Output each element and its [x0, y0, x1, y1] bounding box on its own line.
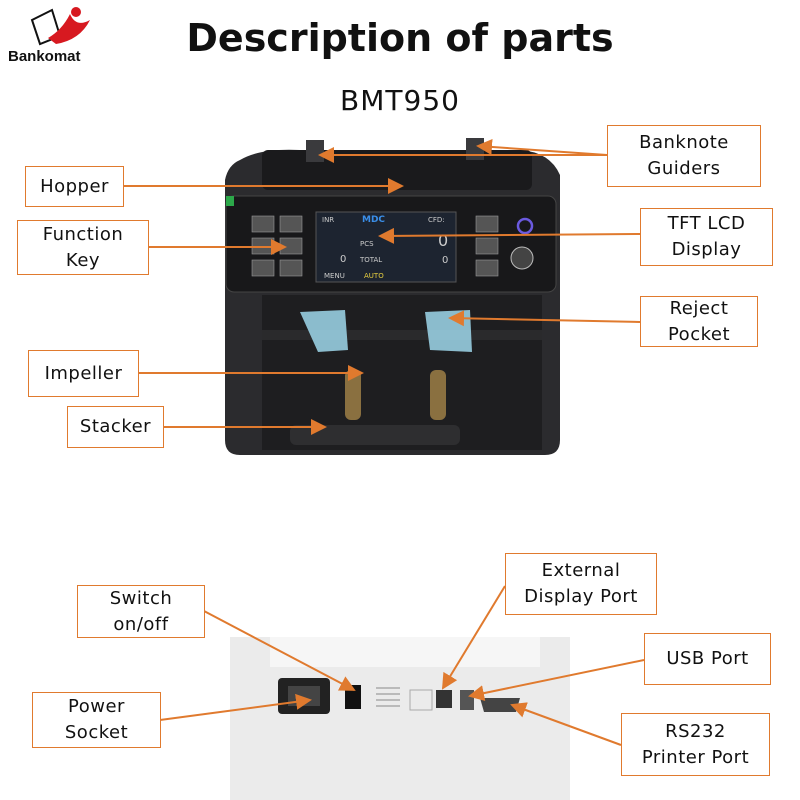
- label-rs232-printer-port: RS232 Printer Port: [621, 713, 770, 776]
- display-batch: 0: [340, 254, 346, 265]
- display-total-label: TOTAL: [359, 256, 382, 264]
- model-name: BMT950: [340, 84, 460, 117]
- label-impeller: Impeller: [28, 350, 139, 397]
- logo-text: Bankomat: [8, 48, 81, 65]
- display-currency: INR: [322, 216, 334, 224]
- display-pcs: PCS: [360, 240, 374, 248]
- page-title: Description of parts: [186, 16, 614, 60]
- label-switch: Switch on/off: [77, 585, 205, 638]
- label-tft-lcd-display: TFT LCD Display: [640, 208, 773, 266]
- label-hopper: Hopper: [25, 166, 124, 207]
- display-mode: MDC: [362, 215, 385, 225]
- label-banknote-guiders: Banknote Guiders: [607, 125, 761, 187]
- impeller-left: [345, 370, 361, 420]
- machine-rear: [230, 637, 570, 800]
- label-stacker: Stacker: [67, 406, 164, 448]
- left-pocket: [300, 310, 348, 352]
- display-cfd: CFD:: [428, 216, 445, 224]
- label-function-key: Function Key: [17, 220, 149, 275]
- display-count: 0: [438, 231, 448, 250]
- display-auto: AUTO: [364, 272, 384, 280]
- display-total: 0: [442, 255, 448, 266]
- reject-pocket-shape: [425, 310, 472, 352]
- display-menu: MENU: [324, 272, 345, 280]
- callout-arrows: [123, 138, 645, 746]
- power-button-icon: [516, 217, 534, 235]
- bankomat-logo: [30, 7, 90, 46]
- restart-button: [510, 246, 534, 270]
- machine-front: INR MDC CFD: 0 PCS TOTAL 0 0 MENU AUTO: [225, 138, 560, 455]
- label-power-socket: Power Socket: [32, 692, 161, 748]
- label-reject-pocket: Reject Pocket: [640, 296, 758, 347]
- function-keys: [251, 215, 499, 277]
- label-usb-port: USB Port: [644, 633, 771, 685]
- impeller-right: [430, 370, 446, 420]
- label-external-display-port: External Display Port: [505, 553, 657, 615]
